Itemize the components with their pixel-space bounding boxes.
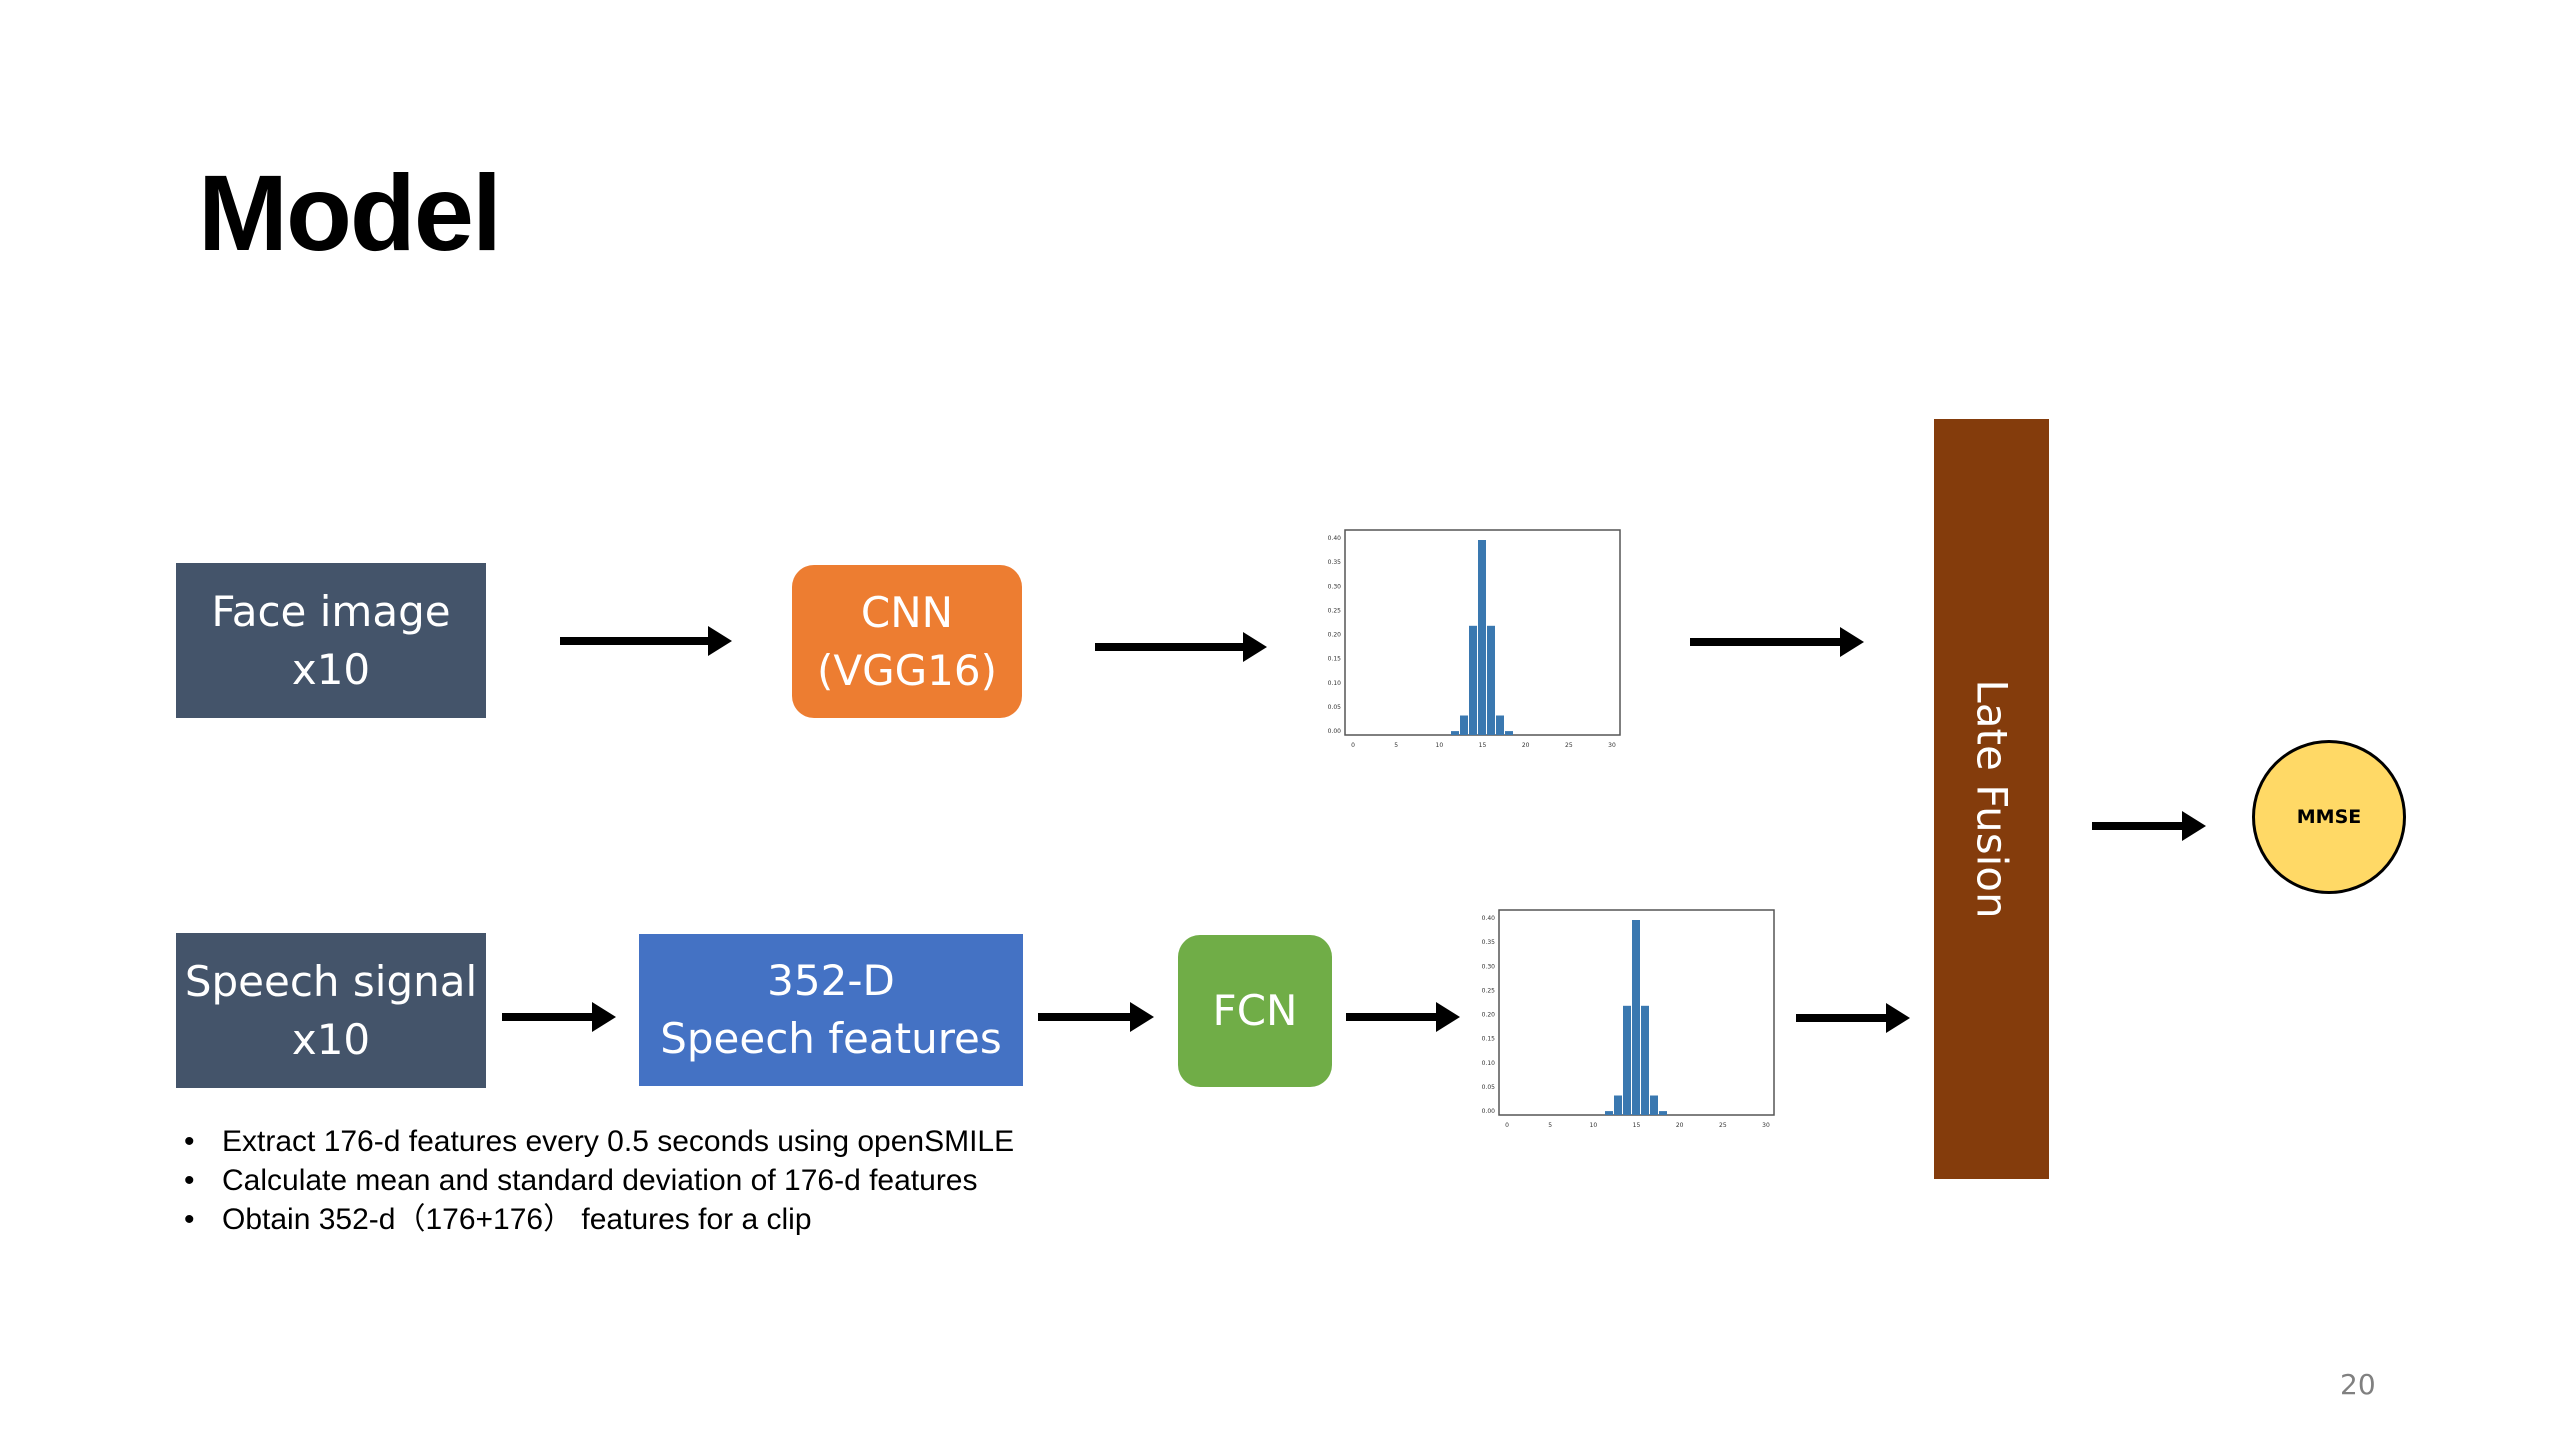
slide-title: Model: [198, 152, 502, 273]
histogram-x-tick: 15: [1633, 1122, 1641, 1129]
arrow-features-to-fcn: [1038, 1002, 1154, 1032]
arrow-signal-to-features: [502, 1002, 616, 1032]
arrow-fusion-to-mmse: [2092, 811, 2206, 841]
histogram-bar: [1605, 1111, 1613, 1115]
histogram-bar: [1650, 1095, 1658, 1115]
histogram-x-tick: 25: [1565, 742, 1573, 749]
speech-signal-box: Speech signal x10: [176, 933, 486, 1088]
mmse-output-node: MMSE: [2252, 740, 2406, 894]
histogram-y-tick: 0.40: [1328, 535, 1342, 542]
arrow-histogram-to-fusion-bottom: [1796, 1003, 1910, 1033]
note-item: Extract 176-d features every 0.5 seconds…: [180, 1122, 1014, 1161]
speech-feature-histogram: 0.00 0.05 0.10 0.15 0.20 0.25 0.30 0.35 0.40 0 5 10…: [1482, 909, 1775, 1129]
histogram-x-tick: 10: [1590, 1122, 1598, 1129]
face-feature-histogram: 0.00 0.05 0.10 0.15 0.20 0.25 0.30 0.35 0.40 0 5 10…: [1328, 529, 1621, 749]
histogram-bar: [1469, 625, 1477, 735]
arrow-face-to-cnn: [560, 626, 732, 656]
speech-feature-notes: Extract 176-d features every 0.5 seconds…: [180, 1122, 1014, 1239]
histogram-x-tick: 5: [1394, 742, 1398, 749]
histogram-y-tick: 0.30: [1482, 963, 1496, 970]
histogram-y-tick: 0.30: [1328, 583, 1342, 590]
histogram-bar: [1641, 1005, 1649, 1115]
histogram-bar: [1623, 1005, 1631, 1115]
histogram-bar: [1496, 715, 1504, 735]
histogram-bar: [1460, 715, 1468, 735]
late-fusion-block: Late Fusion: [1934, 419, 2049, 1179]
histogram-y-tick: 0.25: [1328, 607, 1342, 614]
histogram-x-tick: 10: [1436, 742, 1444, 749]
histogram-y-tick: 0.35: [1328, 559, 1342, 566]
histogram-bar: [1478, 540, 1486, 735]
histogram-x-tick: 25: [1719, 1122, 1727, 1129]
histogram-bar: [1614, 1095, 1622, 1115]
arrow-fcn-to-histogram: [1346, 1002, 1460, 1032]
late-fusion-label: Late Fusion: [1967, 679, 2016, 919]
histogram-bar: [1659, 1111, 1667, 1115]
histogram-y-tick: 0.20: [1328, 632, 1342, 639]
histogram-y-tick: 0.35: [1482, 939, 1496, 946]
histogram-bar: [1632, 920, 1640, 1115]
histogram-bar: [1487, 625, 1495, 735]
histogram-y-tick: 0.25: [1482, 987, 1496, 994]
histogram-y-tick: 0.10: [1482, 1060, 1496, 1067]
cnn-box: CNN (VGG16): [792, 565, 1022, 718]
histogram-x-tick: 0: [1351, 742, 1355, 749]
histogram-y-tick: 0.05: [1328, 704, 1342, 711]
histogram-bar: [1505, 731, 1513, 735]
histogram-y-tick: 0.00: [1328, 728, 1342, 735]
histogram-x-tick: 20: [1676, 1122, 1684, 1129]
page-number: 20: [2340, 1368, 2376, 1401]
histogram-x-tick: 5: [1548, 1122, 1552, 1129]
note-item: Obtain 352-d（176+176） features for a cli…: [180, 1200, 1014, 1239]
histogram-y-tick: 0.40: [1482, 915, 1496, 922]
histogram-y-tick: 0.20: [1482, 1012, 1496, 1019]
arrow-cnn-to-histogram: [1095, 632, 1267, 662]
histogram-x-tick: 20: [1522, 742, 1530, 749]
fcn-box: FCN: [1178, 935, 1332, 1087]
histogram-y-tick: 0.00: [1482, 1108, 1496, 1115]
histogram-bar: [1451, 731, 1459, 735]
histogram-x-tick: 15: [1479, 742, 1487, 749]
histogram-x-tick: 0: [1505, 1122, 1509, 1129]
histogram-y-tick: 0.15: [1328, 656, 1342, 663]
histogram-x-tick: 30: [1762, 1122, 1770, 1129]
histogram-y-tick: 0.05: [1482, 1084, 1496, 1091]
histogram-y-tick: 0.10: [1328, 680, 1342, 687]
face-image-box: Face image x10: [176, 563, 486, 718]
histogram-x-tick: 30: [1608, 742, 1616, 749]
note-item: Calculate mean and standard deviation of…: [180, 1161, 1014, 1200]
histogram-y-tick: 0.15: [1482, 1036, 1496, 1043]
arrow-histogram-to-fusion-top: [1690, 627, 1864, 657]
speech-features-box: 352-D Speech features: [639, 934, 1023, 1086]
